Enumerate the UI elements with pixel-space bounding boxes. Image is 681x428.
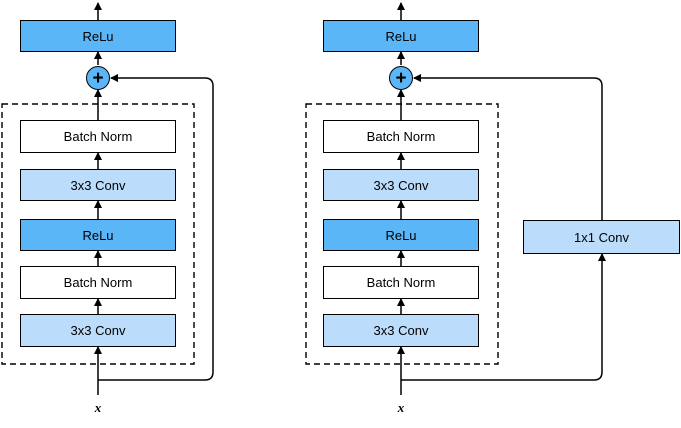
right-residual-dashed-frame xyxy=(305,103,499,365)
left-relu-output: ReLu xyxy=(20,20,176,52)
right-shortcut-1x1-conv: 1x1 Conv xyxy=(523,220,680,254)
left-conv-upper: 3x3 Conv xyxy=(20,169,176,201)
left-skip-connection xyxy=(98,74,214,381)
left-conv-lower: 3x3 Conv xyxy=(20,314,176,347)
left-batch-norm-lower: Batch Norm xyxy=(20,266,176,299)
right-batch-norm-lower: Batch Norm xyxy=(323,266,479,299)
left-input-x: x xyxy=(94,400,102,415)
right-relu-middle: ReLu xyxy=(323,219,479,251)
left-relu-middle: ReLu xyxy=(20,219,176,251)
right-add-node: + xyxy=(389,66,413,90)
right-relu-output: ReLu xyxy=(323,20,479,52)
right-conv-upper: 3x3 Conv xyxy=(323,169,479,201)
right-input-x: x xyxy=(397,400,405,415)
right-shortcut-conv-to-add xyxy=(413,74,603,220)
right-batch-norm-upper: Batch Norm xyxy=(323,120,479,153)
left-add-node: + xyxy=(86,66,110,90)
left-batch-norm-upper: Batch Norm xyxy=(20,120,176,153)
right-skip-to-shortcut-conv xyxy=(401,253,606,381)
right-conv-lower: 3x3 Conv xyxy=(323,314,479,347)
